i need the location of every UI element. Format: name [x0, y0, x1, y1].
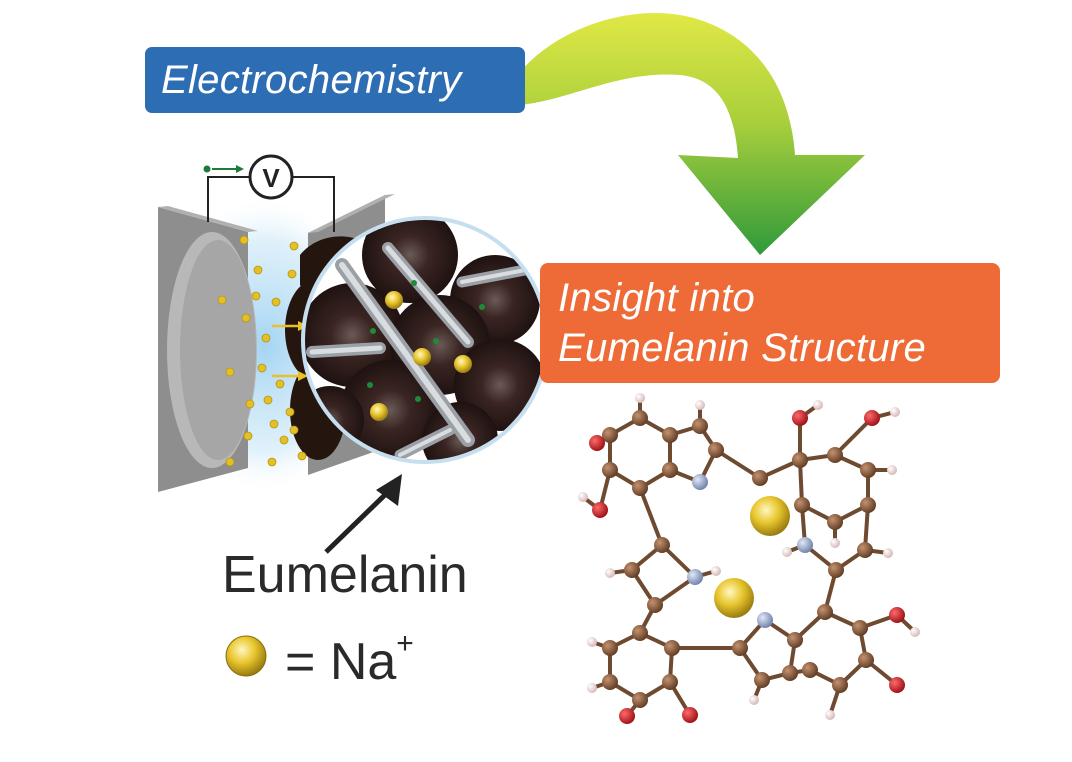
- oxygen-atom: [792, 410, 808, 426]
- electrolyte-sodium-ions: [217, 235, 307, 467]
- oxygen-atom: [682, 707, 698, 723]
- carbon-atom: [802, 662, 818, 678]
- hydrogen-atom: [605, 568, 615, 578]
- carbon-atom: [602, 674, 618, 690]
- molecular-bond: [638, 487, 664, 546]
- carbon-atom: [602, 640, 618, 656]
- electrochemistry-label: Electrochemistry: [145, 47, 525, 113]
- hydrogen-atom: [635, 393, 645, 403]
- hydrogen-atom: [825, 710, 835, 720]
- carbon-atom: [664, 640, 680, 656]
- carbon-atom: [832, 677, 848, 693]
- carbon-atom: [662, 462, 678, 478]
- electron-flow-icon: [203, 165, 244, 173]
- nanofiber-rods: [306, 242, 531, 460]
- hydrogen-atom: [578, 492, 588, 502]
- nitrogen-atom: [687, 569, 703, 585]
- hydrogen-atom: [830, 538, 840, 548]
- molecular-bond: [714, 448, 762, 480]
- left-electrode: [158, 206, 258, 492]
- oxygen-atom: [889, 607, 905, 623]
- carbon-atom: [654, 537, 670, 553]
- eumelanin-particle: [362, 220, 458, 303]
- carbon-atom: [792, 452, 808, 468]
- voltmeter-icon: V: [248, 154, 294, 200]
- hydrogen-atom: [587, 637, 597, 647]
- hydrogen-atom: [587, 683, 597, 693]
- molecule-sodium-ion: [750, 496, 790, 536]
- carbon-atom: [852, 620, 868, 636]
- legend-equals: = Na: [285, 633, 397, 691]
- oxygen-atom: [864, 410, 880, 426]
- oxygen-atom: [619, 708, 635, 724]
- carbon-atom: [857, 542, 873, 558]
- carbon-atom: [827, 514, 843, 530]
- oxygen-atom: [889, 677, 905, 693]
- hydrogen-atom: [749, 695, 759, 705]
- insight-line-1: Insight into: [558, 276, 756, 320]
- hydrogen-atom: [695, 400, 705, 410]
- carbon-atom: [602, 462, 618, 478]
- eumelanin-label: Eumelanin: [222, 546, 468, 604]
- zoom-electrons: [367, 280, 485, 402]
- eumelanin-particle: [340, 360, 440, 460]
- hydrogen-atom: [910, 627, 920, 637]
- carbon-atom: [817, 604, 833, 620]
- carbon-atom: [692, 418, 708, 434]
- molecular-bond: [653, 575, 697, 607]
- carbon-atom: [828, 562, 844, 578]
- voltmeter-label: V: [262, 163, 280, 193]
- sodium-legend-text: = Na+: [285, 627, 414, 692]
- hydrogen-atom: [890, 407, 900, 417]
- insight-label: Insight into Eumelanin Structure: [540, 263, 1000, 383]
- hydrogen-atom: [883, 548, 893, 558]
- carbon-atom: [624, 562, 640, 578]
- carbon-atom: [632, 480, 648, 496]
- carbon-atom: [632, 410, 648, 426]
- hydrogen-atom: [711, 566, 721, 576]
- legend-charge: +: [396, 627, 414, 660]
- pointer-arrow-icon: [324, 474, 402, 554]
- insight-line-2: Eumelanin Structure: [558, 326, 927, 370]
- carbon-atom: [752, 470, 768, 486]
- carbon-atom: [782, 665, 798, 681]
- carbon-atom: [858, 652, 874, 668]
- carbon-atom: [662, 674, 678, 690]
- carbon-atom: [860, 497, 876, 513]
- carbon-atom: [754, 672, 770, 688]
- carbon-atom: [794, 497, 810, 513]
- hydrogen-atom: [813, 400, 823, 410]
- carbon-atom: [602, 427, 618, 443]
- oxygen-atom: [592, 502, 608, 518]
- molecule-sodium-ion: [714, 578, 754, 618]
- carbon-atom: [860, 462, 876, 478]
- circuit-wires: [207, 176, 335, 232]
- nitrogen-atom: [692, 474, 708, 490]
- nitrogen-atom: [757, 612, 773, 628]
- zoom-sodium-ions: [370, 291, 472, 421]
- carbon-atom: [647, 597, 663, 613]
- oxygen-atom: [589, 435, 605, 451]
- carbon-atom: [632, 625, 648, 641]
- eumelanin-molecule: [578, 393, 920, 724]
- nitrogen-atom: [797, 537, 813, 553]
- carbon-atom: [827, 447, 843, 463]
- hydrogen-atom: [782, 547, 792, 557]
- hydrogen-atom: [887, 465, 897, 475]
- sodium-ion-icon: [225, 635, 267, 677]
- carbon-atom: [787, 632, 803, 648]
- carbon-atom: [632, 692, 648, 708]
- carbon-atom: [662, 427, 678, 443]
- molecular-bond: [833, 416, 874, 457]
- curved-arrow-icon: [520, 13, 865, 255]
- zoom-inset: [301, 216, 549, 464]
- carbon-atom: [732, 640, 748, 656]
- carbon-atom: [708, 442, 724, 458]
